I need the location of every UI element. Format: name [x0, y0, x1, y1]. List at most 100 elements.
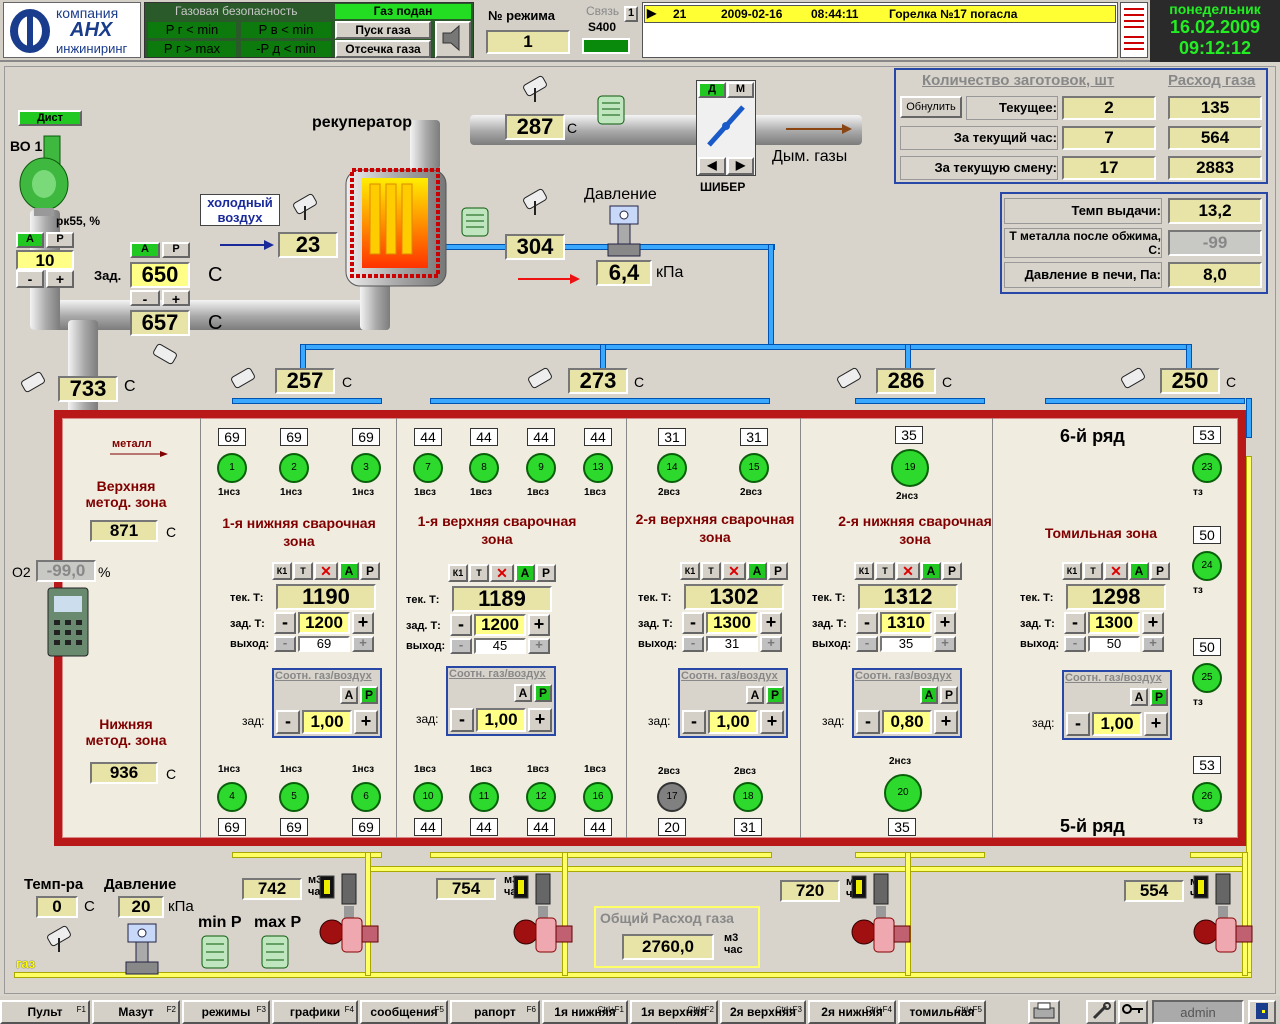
ratio-plus-button[interactable]: +: [760, 710, 784, 734]
zone-manual-button[interactable]: Р: [360, 562, 380, 580]
zone-manual-button[interactable]: Р: [536, 564, 556, 582]
zone-t-button[interactable]: Т: [701, 562, 721, 580]
zone-auto-button[interactable]: А: [1129, 562, 1149, 580]
ratio-minus-button[interactable]: -: [1066, 712, 1090, 736]
zone-disable-button[interactable]: ✕: [1104, 562, 1128, 580]
alarm-row[interactable]: ▶ 21 2009-02-16 08:44:11 Горелка №17 пог…: [644, 5, 1116, 23]
burner[interactable]: 6: [351, 782, 381, 812]
burner[interactable]: 12: [526, 782, 556, 812]
ratio-plus-button[interactable]: +: [354, 710, 378, 734]
zone-set-minus-button[interactable]: -: [450, 614, 472, 636]
ratio-value[interactable]: 1,00: [302, 710, 352, 734]
print-button[interactable]: [1028, 1000, 1060, 1024]
ratio-plus-button[interactable]: +: [934, 710, 958, 734]
ratio-minus-button[interactable]: -: [682, 710, 706, 734]
burner[interactable]: 26: [1192, 782, 1222, 812]
sound-button[interactable]: [435, 21, 471, 58]
burner[interactable]: 2: [279, 453, 309, 483]
exit-button[interactable]: [1248, 1000, 1276, 1024]
burner[interactable]: 18: [733, 782, 763, 812]
burner[interactable]: 9: [526, 453, 556, 483]
mode-value[interactable]: 1: [486, 30, 570, 54]
burner[interactable]: 1: [217, 453, 247, 483]
ratio-auto-button[interactable]: А: [746, 686, 764, 704]
zone-out-plus-button[interactable]: +: [528, 638, 550, 654]
burner[interactable]: 16: [583, 782, 613, 812]
fan-plus-button[interactable]: +: [46, 270, 74, 288]
zone-disable-button[interactable]: ✕: [722, 562, 746, 580]
burner[interactable]: 13: [583, 453, 613, 483]
tools-button[interactable]: [1086, 1000, 1116, 1024]
zone-t-button[interactable]: Т: [1083, 562, 1103, 580]
ratio-value[interactable]: 0,80: [882, 710, 932, 734]
fan-manual-button[interactable]: Р: [46, 232, 74, 248]
burner[interactable]: 17: [657, 782, 687, 812]
zone-manual-button[interactable]: Р: [942, 562, 962, 580]
zone-auto-button[interactable]: А: [921, 562, 941, 580]
link-count[interactable]: 1: [624, 6, 638, 22]
burner[interactable]: 4: [217, 782, 247, 812]
zone-set-temp[interactable]: 1300: [1088, 612, 1140, 634]
damper-auto-button[interactable]: Д: [698, 82, 726, 98]
zone-out-plus-button[interactable]: +: [934, 636, 956, 652]
burner[interactable]: 20: [884, 774, 922, 812]
damper-right-button[interactable]: ▶: [727, 157, 754, 175]
zone-set-temp[interactable]: 1310: [880, 612, 932, 634]
burner[interactable]: 8: [469, 453, 499, 483]
ratio-auto-button[interactable]: А: [1130, 688, 1148, 706]
zone-set-minus-button[interactable]: -: [274, 612, 296, 634]
zone-set-minus-button[interactable]: -: [682, 612, 704, 634]
alarm-ack-icon[interactable]: [1120, 2, 1148, 58]
gas-valve-icon[interactable]: [1192, 872, 1258, 962]
zone-out-minus-button[interactable]: -: [274, 636, 296, 652]
zone-out-minus-button[interactable]: -: [450, 638, 472, 654]
zone-set-plus-button[interactable]: +: [760, 612, 782, 634]
zone-k1-button[interactable]: К1: [680, 562, 700, 580]
burner[interactable]: 25: [1192, 663, 1222, 693]
zone-out-minus-button[interactable]: -: [856, 636, 878, 652]
burner[interactable]: 7: [413, 453, 443, 483]
dist-indicator[interactable]: Дист: [18, 110, 82, 126]
zone-set-plus-button[interactable]: +: [352, 612, 374, 634]
gas-valve-icon[interactable]: [318, 872, 384, 962]
burner[interactable]: 3: [351, 453, 381, 483]
burner[interactable]: 15: [739, 453, 769, 483]
ratio-minus-button[interactable]: -: [450, 708, 474, 732]
air-auto-button[interactable]: А: [130, 242, 160, 258]
zone-manual-button[interactable]: Р: [1150, 562, 1170, 580]
ratio-manual-button[interactable]: Р: [940, 686, 958, 704]
zone-auto-button[interactable]: А: [339, 562, 359, 580]
ratio-manual-button[interactable]: Р: [360, 686, 378, 704]
zone-disable-button[interactable]: ✕: [314, 562, 338, 580]
ratio-manual-button[interactable]: Р: [534, 684, 552, 702]
zone-t-button[interactable]: Т: [293, 562, 313, 580]
zone-out-plus-button[interactable]: +: [352, 636, 374, 652]
zone-k1-button[interactable]: К1: [1062, 562, 1082, 580]
zone-set-plus-button[interactable]: +: [528, 614, 550, 636]
ratio-auto-button[interactable]: А: [340, 686, 358, 704]
zone-set-temp[interactable]: 1300: [706, 612, 758, 634]
zone-t-button[interactable]: Т: [469, 564, 489, 582]
zone-manual-button[interactable]: Р: [768, 562, 788, 580]
zone-set-temp[interactable]: 1200: [474, 614, 526, 636]
zone-out-plus-button[interactable]: +: [760, 636, 782, 652]
zone-t-button[interactable]: Т: [875, 562, 895, 580]
burner[interactable]: 5: [279, 782, 309, 812]
zone-set-plus-button[interactable]: +: [934, 612, 956, 634]
zone-disable-button[interactable]: ✕: [896, 562, 920, 580]
ratio-plus-button[interactable]: +: [528, 708, 552, 732]
zone-auto-button[interactable]: А: [747, 562, 767, 580]
reset-button[interactable]: Обнулить: [900, 96, 962, 118]
zad-minus-button[interactable]: -: [130, 290, 160, 306]
fan-auto-button[interactable]: А: [16, 232, 44, 248]
damper-left-button[interactable]: ◀: [698, 157, 726, 175]
